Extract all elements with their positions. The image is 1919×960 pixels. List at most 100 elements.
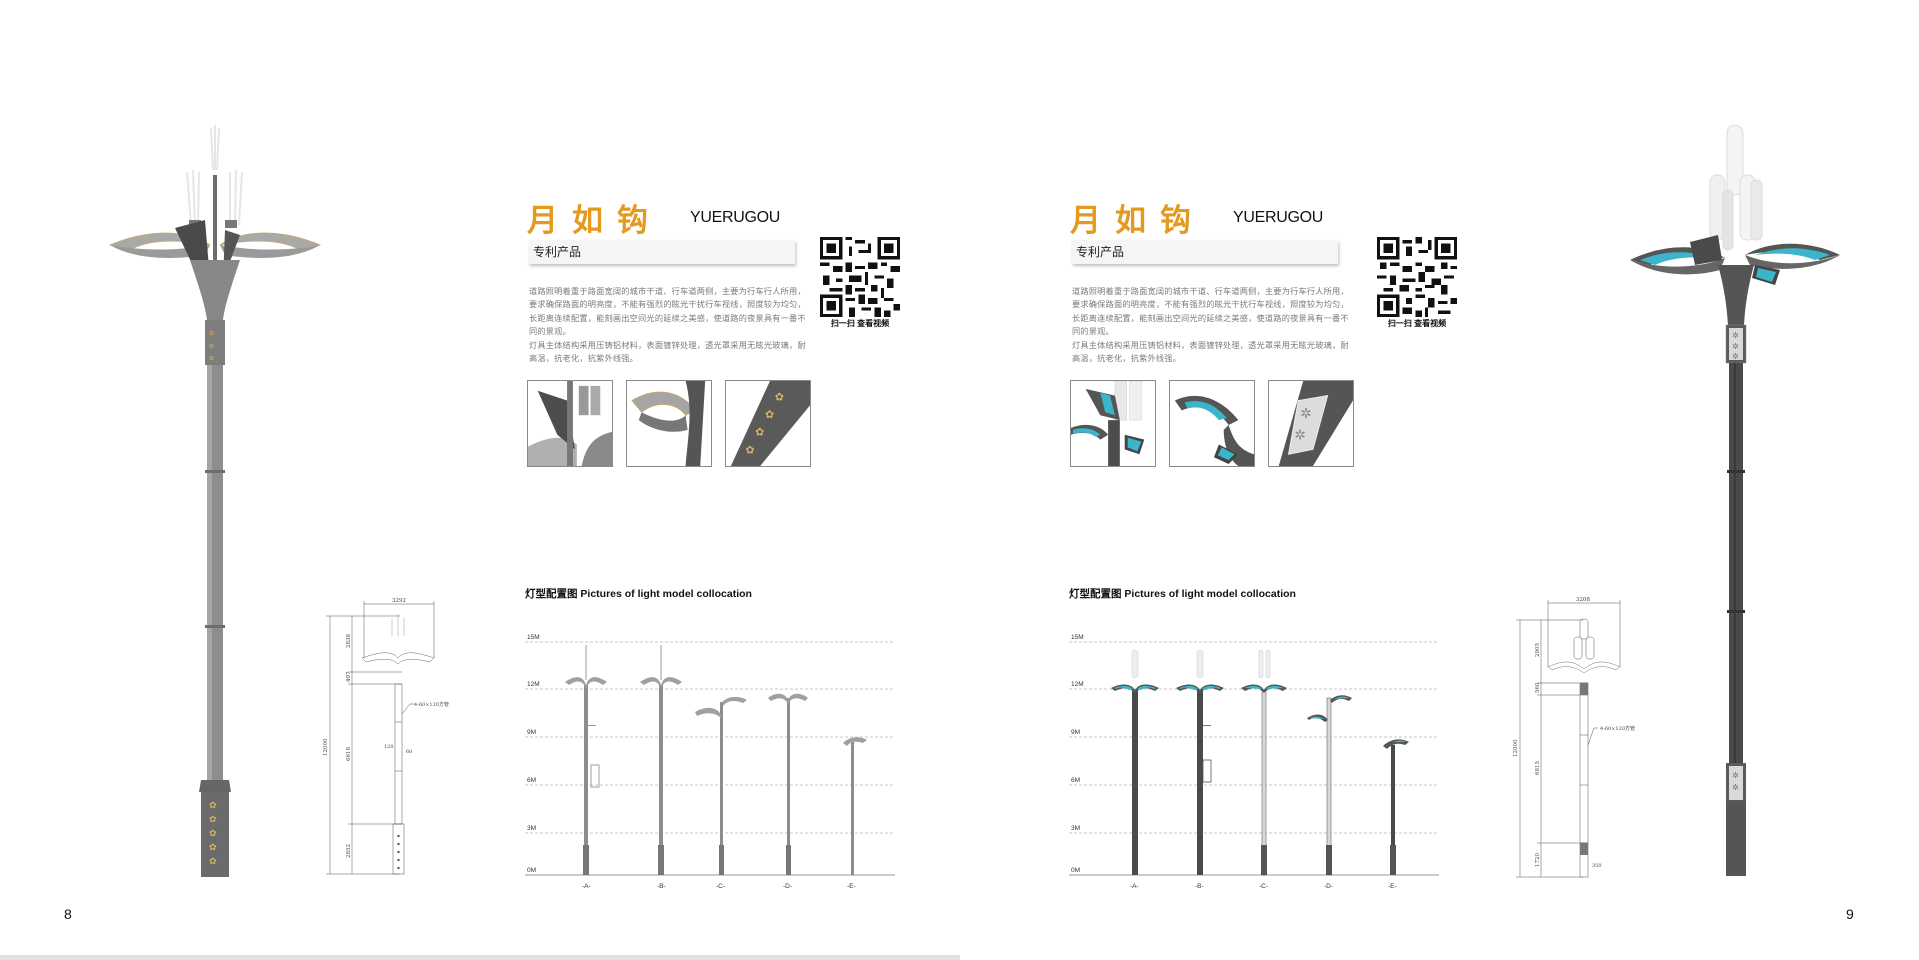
dimension-drawing: 3292 12000 2838 497 6618 2852 4-60×120方管… [322,596,457,878]
hero-pole-image: ✿ ✿ ✿ ✿ ✿ ✿ ✿ ✿ [105,120,325,880]
y-tick-6: 6M [1071,777,1080,784]
light-model-chart: 15M 12M 9M 6M 3M 0M [525,630,895,895]
x-label-a: -A- [1130,883,1139,890]
dim-segment-4: 2852 [346,844,352,858]
thumbnail-lamp-arm[interactable] [1169,380,1255,467]
y-tick-15: 15M [527,634,540,641]
svg-text:✲: ✲ [1732,771,1739,780]
x-label-d: -D- [1324,883,1333,890]
thumbnail-pole-decoration[interactable]: ✿✿✿✿ [725,380,811,467]
svg-text:✲: ✲ [1732,331,1739,340]
street-light-illustration: ✿ ✿ ✿ ✿ ✿ ✿ ✿ ✿ [108,125,322,877]
y-tick-3: 3M [527,825,536,832]
description-paragraph-2: 灯具主体结构采用压铸铝材料，表面镀锌处理，透光罩采用无眩光玻璃，耐高温，抗老化，… [1072,340,1349,364]
page-number: 8 [64,906,72,922]
svg-text:✿: ✿ [775,392,784,404]
street-light-illustration: ✲✲✲ ✲✲ [1630,124,1840,876]
x-label-b: -B- [657,883,666,890]
light-model-e [1383,739,1409,875]
dimension-drawing: 3208 12000 2905 560 6815 1720 4-60×120方管… [1508,595,1658,880]
page-edge [0,955,960,960]
dim-callout: 4-60×120方管 [1600,725,1635,732]
product-description: 道路照明着重于路面宽阔的城市干道、行车道两侧，主要为行车行人所用，要求确保路面的… [1072,285,1350,365]
patent-tag: 专利产品 [1072,240,1338,264]
qr-code[interactable] [820,237,900,317]
dim-detail-a: 120 [384,744,394,750]
y-tick-0: 0M [527,867,536,874]
dim-width-top: 3208 [1576,597,1590,603]
svg-text:✲: ✲ [1732,342,1739,351]
detail-thumbnails: ✲✲ [1070,380,1354,467]
x-label-a: -A- [582,883,591,890]
light-model-c [695,696,747,875]
dim-total-height: 12000 [323,738,329,756]
svg-text:✲: ✲ [1732,783,1739,792]
light-model-b [640,645,682,875]
x-label-c: -C- [716,883,725,890]
thumbnail-lamp-head[interactable] [527,380,613,467]
dim-callout: 4-60×120方管 [414,701,449,708]
svg-text:✲: ✲ [1294,428,1305,443]
y-tick-6: 6M [527,777,536,784]
y-tick-9: 9M [1071,729,1080,736]
light-model-d [1307,695,1352,876]
x-label-c: -C- [1259,883,1268,890]
light-model-e [843,737,867,875]
thumbnail-lamp-arm[interactable] [626,380,712,467]
light-model-d [768,693,808,875]
qr-code[interactable] [1377,237,1457,317]
dim-total-height: 12000 [1513,739,1519,757]
y-tick-15: 15M [1071,634,1084,641]
y-tick-9: 9M [527,729,536,736]
product-title-cn: 月如钩 [1070,203,1205,239]
qr-caption: 扫一扫 查看视频 [1387,319,1447,328]
svg-text:✿: ✿ [209,330,214,337]
svg-text:✿: ✿ [755,427,764,439]
product-title-cn: 月如钩 [527,203,662,239]
dim-segment-3: 6618 [346,747,352,761]
svg-text:✲: ✲ [1732,352,1739,361]
description-paragraph-1: 道路照明着重于路面宽阔的城市干道、行车道两侧，主要为行车行人所用，要求确保路面的… [1072,287,1349,337]
product-title-en: YUERUGOU [690,209,781,226]
description-paragraph-2: 灯具主体结构采用压铸铝材料，表面镀锌处理，透光罩采用无眩光玻璃，耐高温，抗老化，… [529,340,806,364]
description-paragraph-1: 道路照明着重于路面宽阔的城市干道、行车道两侧，主要为行车行人所用，要求确保路面的… [529,287,806,337]
hero-pole-image: ✲✲✲ ✲✲ [1630,120,1840,880]
dim-segment-4: 1720 [1535,853,1541,867]
dim-detail-b: 60 [406,749,412,755]
svg-text:✿: ✿ [209,828,217,838]
x-label-e: -E- [1388,883,1397,890]
page-number: 9 [1846,906,1854,922]
thumbnail-lamp-head[interactable] [1070,380,1156,467]
qr-code-icon [820,237,900,317]
patent-tag: 专利产品 [529,240,795,264]
dim-segment-1: 2905 [1535,643,1541,657]
svg-text:✿: ✿ [209,343,214,350]
y-tick-12: 12M [527,681,540,688]
x-label-b: -B- [1195,883,1204,890]
light-model-b [1176,649,1224,875]
right-page: 月如钩 YUERUGOU 专利产品 道路照明着重于路面宽阔的城市干道、行车道两侧… [960,0,1919,960]
x-label-e: -E- [847,883,856,890]
svg-text:✿: ✿ [209,842,217,852]
chart-title: 灯型配置图 Pictures of light model collocatio… [1069,588,1296,600]
light-model-a [565,645,607,875]
dim-width-top: 3292 [392,598,406,604]
dim-segment-1: 2838 [346,634,352,648]
svg-text:✿: ✿ [209,355,214,362]
y-tick-3: 3M [1071,825,1080,832]
y-tick-12: 12M [1071,681,1084,688]
svg-text:✲: ✲ [1300,406,1311,421]
dim-segment-3: 6815 [1535,761,1541,775]
y-tick-0: 0M [1071,867,1080,874]
product-description: 道路照明着重于路面宽阔的城市干道、行车道两侧，主要为行车行人所用，要求确保路面的… [529,285,807,365]
light-model-chart: 15M 12M 9M 6M 3M 0M [1069,630,1439,895]
thumbnail-pole-decoration[interactable]: ✲✲ [1268,380,1354,467]
dim-base-width: 350 [1592,863,1602,869]
svg-text:✿: ✿ [209,800,217,810]
dim-segment-2: 560 [1535,682,1541,693]
x-label-d: -D- [783,883,792,890]
chart-title: 灯型配置图 Pictures of light model collocatio… [525,588,752,600]
svg-text:✿: ✿ [209,814,217,824]
svg-text:✿: ✿ [746,444,755,456]
svg-text:✿: ✿ [209,856,217,866]
